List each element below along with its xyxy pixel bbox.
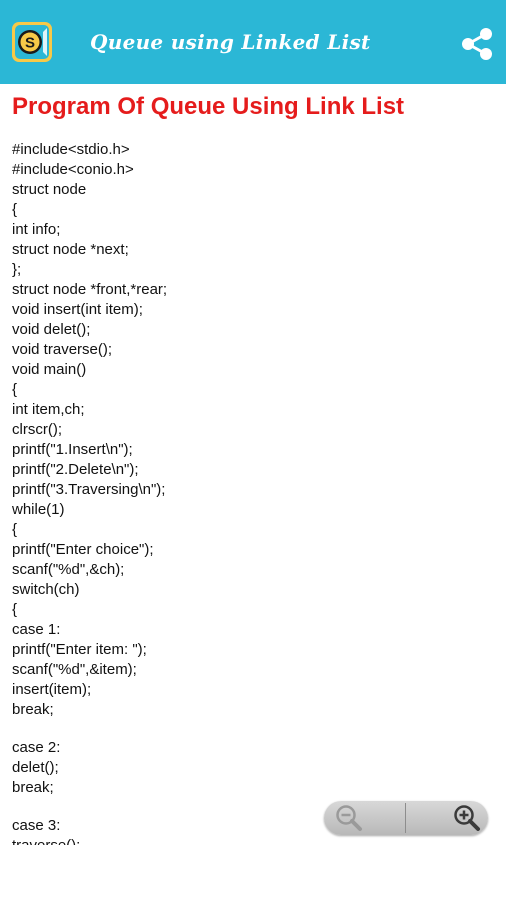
svg-text:S: S (25, 35, 35, 52)
code-line: #include<conio.h> (12, 161, 134, 178)
app-title: Queue using Linked List (90, 30, 371, 54)
code-line: break; (12, 779, 54, 796)
code-line: case 3: (12, 817, 61, 834)
code-line: void insert(int item); (12, 301, 143, 318)
code-line: { (12, 521, 18, 538)
code-line: void delet(); (12, 321, 91, 338)
code-line: void traverse(); (12, 341, 113, 358)
s-logo-icon: S (10, 20, 54, 64)
code-line: struct node *front,*rear; (12, 281, 168, 298)
zoom-in-icon (454, 805, 480, 831)
zoom-out-button[interactable] (324, 801, 405, 835)
code-line: printf("2.Delete\n"); (12, 461, 139, 478)
app-bar: S Queue using Linked List (0, 0, 506, 84)
page-heading: Program Of Queue Using Link List (12, 93, 405, 120)
code-line: struct node (12, 181, 87, 198)
code-line: { (12, 601, 18, 618)
code-line: int info; (12, 221, 61, 238)
code-line: printf("Enter choice"); (12, 541, 154, 558)
code-line: scanf("%d",&ch); (12, 561, 125, 578)
code-line: int item,ch; (12, 401, 85, 418)
code-line: #include<stdio.h> (12, 141, 130, 158)
share-button[interactable] (455, 22, 499, 66)
zoom-in-button[interactable] (407, 801, 488, 835)
code-line: switch(ch) (12, 581, 80, 598)
code-line: case 2: (12, 739, 61, 756)
zoom-divider (405, 803, 406, 833)
code-line: clrscr(); (12, 421, 62, 438)
code-line: scanf("%d",&item); (12, 661, 137, 678)
code-line: while(1) (12, 501, 65, 518)
code-line: { (12, 201, 18, 218)
code-line: struct node *next; (12, 241, 129, 258)
code-line: printf("1.Insert\n"); (12, 441, 133, 458)
code-line: case 1: (12, 621, 61, 638)
code-line: printf("Enter item: "); (12, 641, 147, 658)
code-line: void main() (12, 361, 87, 378)
code-line: break; (12, 701, 54, 718)
code-line: insert(item); (12, 681, 92, 698)
code-line: { (12, 381, 18, 398)
code-line: traverse(); (12, 836, 506, 845)
code-line: printf("3.Traversing\n"); (12, 481, 166, 498)
code-listing: #include<stdio.h> #include<conio.h> struct… (0, 140, 506, 845)
zoom-controls (324, 801, 488, 835)
code-scroll-area[interactable]: #include<stdio.h> #include<conio.h> struct… (0, 140, 506, 845)
share-icon (462, 28, 492, 60)
zoom-out-icon (336, 805, 362, 831)
code-line (12, 720, 506, 738)
code-line: delet(); (12, 759, 59, 776)
code-line: }; (12, 261, 22, 278)
